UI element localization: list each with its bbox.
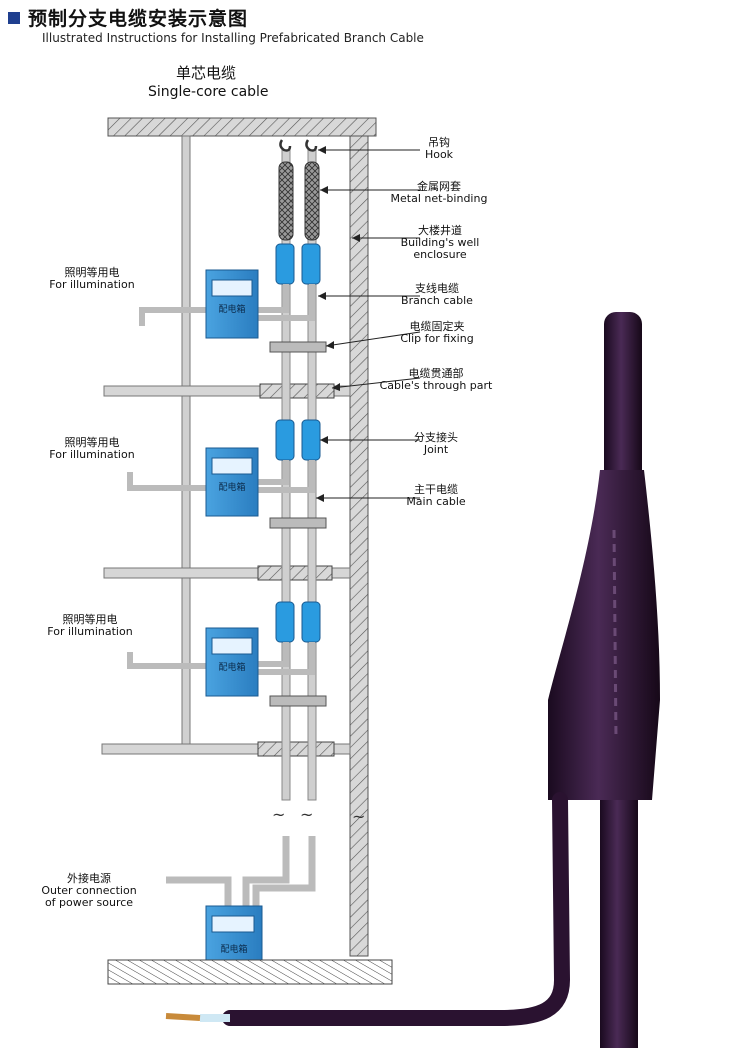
- clip-fixing-1: [269, 341, 327, 353]
- illumination-wire-3: [127, 652, 208, 669]
- label-joint-en: Joint: [423, 443, 449, 456]
- label-through: 电缆贯通部 Cable's through part: [376, 368, 496, 392]
- label-through-en: Cable's through part: [379, 379, 493, 392]
- label-illumination-1-en: For illumination: [49, 278, 135, 291]
- floor-slab-2: [103, 567, 351, 579]
- label-well-cn: 大楼井道: [418, 224, 462, 237]
- label-power-source-en: Outer connection: [41, 884, 137, 897]
- label-joint: 分支接头 Joint: [396, 432, 476, 456]
- label-illumination-3-cn: 照明等用电: [62, 613, 118, 626]
- label-branch: 支线电缆 Branch cable: [392, 283, 482, 307]
- power-cable-a: [242, 836, 290, 908]
- clip-fixing-2: [269, 517, 327, 529]
- distribution-box-1: [205, 269, 259, 339]
- label-power-source: 外接电源 Outer connection of power source: [36, 873, 142, 909]
- title-chinese: 预制分支电缆安装示意图: [28, 8, 249, 30]
- label-hook-cn: 吊钩: [428, 136, 450, 149]
- box-label-power: 配电箱: [220, 945, 248, 955]
- leader-lines: [316, 149, 421, 499]
- illumination-wire-2: [127, 472, 208, 491]
- cable-through-part-2: [257, 565, 333, 581]
- single-core-label-cn: 单芯电缆: [176, 64, 237, 82]
- metal-net-binding-right: [304, 161, 320, 241]
- label-hook-en: Hook: [424, 148, 454, 161]
- label-main: 主干电缆 Main cable: [396, 484, 476, 508]
- ground-base: [107, 959, 393, 985]
- label-branch-cn: 支线电缆: [415, 282, 459, 295]
- floor-slab-3: [101, 743, 351, 755]
- label-illumination-2-en: For illumination: [49, 448, 135, 461]
- label-well-en: Building's well: [400, 236, 480, 249]
- label-illumination-1-cn: 照明等用电: [64, 266, 120, 279]
- building-wall: [349, 135, 369, 957]
- label-power-source-cn: 外接电源: [67, 872, 111, 885]
- power-cable-c: [166, 876, 232, 908]
- ceiling-beam: [107, 117, 377, 137]
- joint-group-middle: [275, 419, 321, 461]
- label-well: 大楼井道 Building's well enclosure: [390, 225, 490, 261]
- illumination-wire-1: [139, 307, 208, 326]
- hook-left-icon: [279, 139, 292, 152]
- label-through-cn: 电缆贯通部: [408, 367, 464, 380]
- label-clip-en: Clip for fixing: [400, 332, 474, 345]
- break-mark-right: ~: [352, 807, 365, 826]
- label-illumination-2: 照明等用电 For illumination: [42, 437, 142, 461]
- hook-right-icon: [305, 139, 318, 152]
- clip-fixing-3: [269, 695, 327, 707]
- distribution-box-3: [205, 627, 259, 697]
- label-branch-en: Branch cable: [401, 294, 473, 307]
- floor-slab-1: [103, 385, 351, 397]
- label-clip: 电缆固定夹 Clip for fixing: [392, 321, 482, 345]
- cable-through-part-1: [259, 383, 335, 399]
- branch-cable-3a: [252, 642, 289, 667]
- label-main-cn: 主干电缆: [414, 483, 458, 496]
- label-illumination-3: 照明等用电 For illumination: [40, 614, 140, 638]
- joint-group-top: [275, 243, 321, 285]
- cable-through-part-3: [257, 741, 335, 757]
- label-main-en: Main cable: [406, 495, 466, 508]
- branch-cable-1b: [254, 284, 315, 321]
- prefab-branch-cable-photo: [165, 312, 660, 1048]
- label-joint-cn: 分支接头: [414, 431, 458, 444]
- distribution-box-2: [205, 447, 259, 517]
- power-cable-b: [252, 836, 316, 908]
- break-mark-left: ~: [272, 805, 285, 824]
- title-bullet: [8, 12, 20, 24]
- title-english: Illustrated Instructions for Installing …: [42, 31, 424, 45]
- branch-cable-2b: [246, 460, 315, 493]
- leader-arrows: [316, 146, 360, 502]
- box-label-2: 配电箱: [218, 483, 246, 493]
- box-label-3: 配电箱: [218, 663, 246, 673]
- label-illumination-3-en: For illumination: [47, 625, 133, 638]
- break-mark-mid: ~: [300, 805, 313, 824]
- label-clip-cn: 电缆固定夹: [409, 320, 465, 333]
- branch-cable-3b: [252, 642, 315, 675]
- label-metal-net: 金属网套 Metal net-binding: [384, 181, 494, 205]
- label-hook: 吊钩 Hook: [404, 137, 474, 161]
- branch-cable-1a: [254, 284, 289, 313]
- single-core-label-en: Single-core cable: [148, 84, 269, 100]
- distribution-box-power: [205, 905, 263, 971]
- joint-group-bottom: [275, 601, 321, 643]
- label-illumination-2-cn: 照明等用电: [64, 436, 120, 449]
- branch-cable-2a: [246, 460, 289, 485]
- left-support-rail: [181, 135, 191, 749]
- label-illumination-1: 照明等用电 For illumination: [42, 267, 142, 291]
- box-label-1: 配电箱: [218, 305, 246, 315]
- metal-net-binding-left: [278, 161, 294, 241]
- label-power-source-en2: of power source: [44, 896, 134, 909]
- label-metal-net-cn: 金属网套: [417, 180, 461, 193]
- label-well-en2: enclosure: [413, 248, 467, 261]
- label-metal-net-en: Metal net-binding: [390, 192, 488, 205]
